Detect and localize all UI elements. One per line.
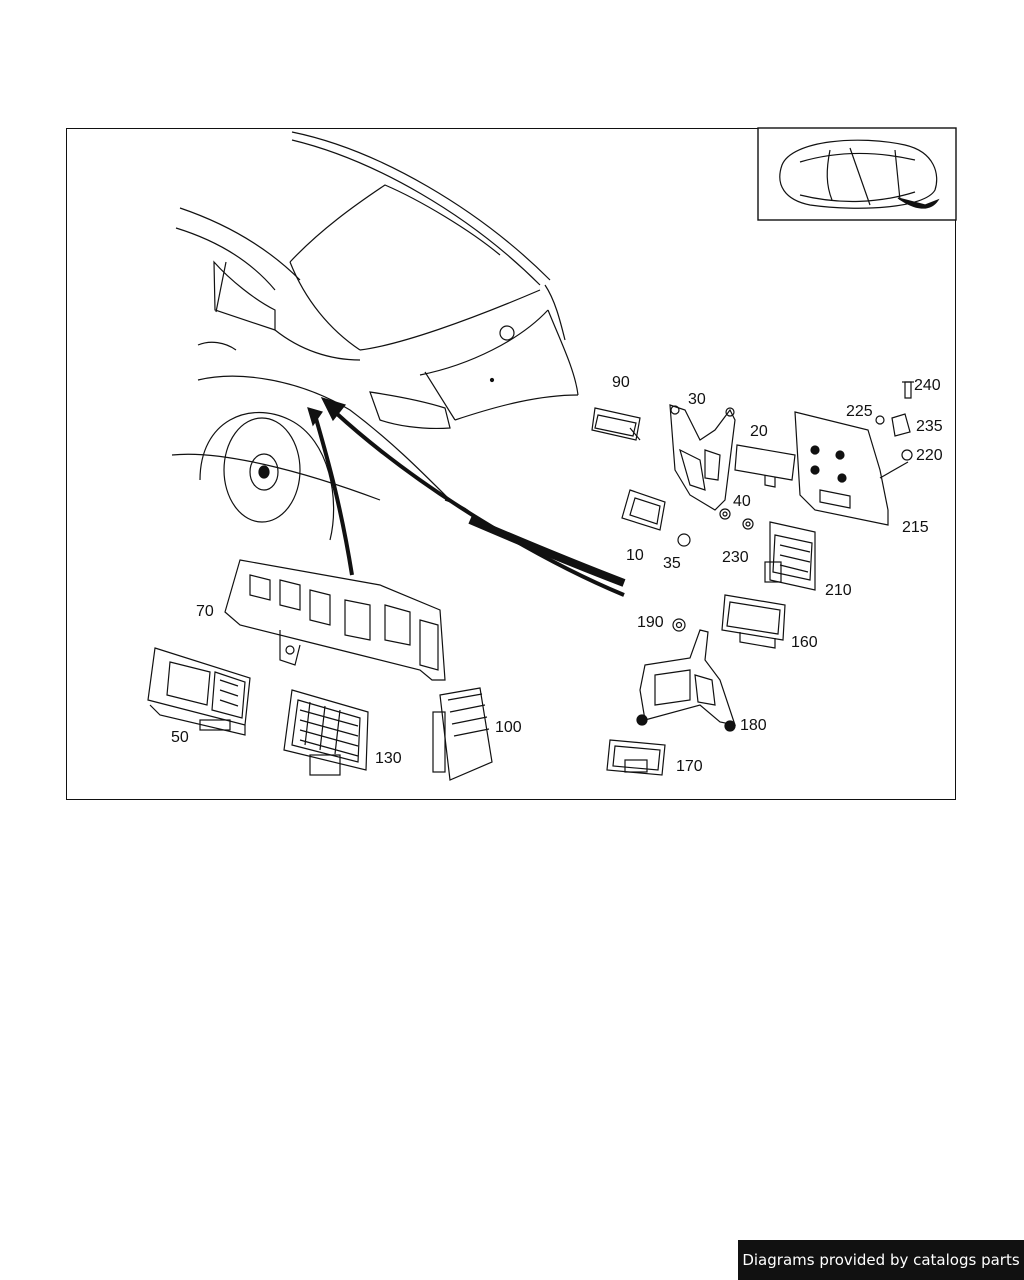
callout-220: 220 [916,447,943,464]
part-20-module [734,444,796,488]
callout-40: 40 [733,493,751,510]
callout-215: 215 [902,519,929,536]
callout-210: 210 [825,582,852,599]
fasteners [672,381,914,632]
callout-50: 50 [171,729,189,746]
part-70-bracket [224,559,446,681]
callout-30: 30 [688,391,706,408]
callout-130: 130 [375,750,402,767]
callout-90: 90 [612,374,630,391]
diagram-frame [66,128,956,800]
part-215-bracket [794,411,909,526]
car-rear-illustration [171,131,579,541]
callout-170: 170 [676,758,703,775]
callout-35: 35 [663,555,681,572]
locator-inset [757,127,957,221]
callout-70: 70 [196,603,214,620]
part-180-bracket [636,629,736,732]
location-arrows [307,397,626,597]
callout-190: 190 [637,614,664,631]
part-210-module [764,521,816,591]
callout-180: 180 [740,717,767,734]
callout-225: 225 [846,403,873,420]
part-160-module [721,594,786,649]
part-100-module [432,687,493,781]
callout-235: 235 [916,418,943,435]
part-130-module [283,689,369,776]
callout-240: 240 [914,377,941,394]
part-30-bracket [669,404,736,511]
part-90-module [591,407,641,441]
callout-20: 20 [750,423,768,440]
callout-10: 10 [626,547,644,564]
footer-badge: Diagrams provided by catalogs parts [738,1240,1024,1280]
part-50-module [147,647,251,736]
callout-100: 100 [495,719,522,736]
part-170-module [606,739,666,776]
callout-230: 230 [722,549,749,566]
part-10-module [621,489,666,531]
callout-160: 160 [791,634,818,651]
